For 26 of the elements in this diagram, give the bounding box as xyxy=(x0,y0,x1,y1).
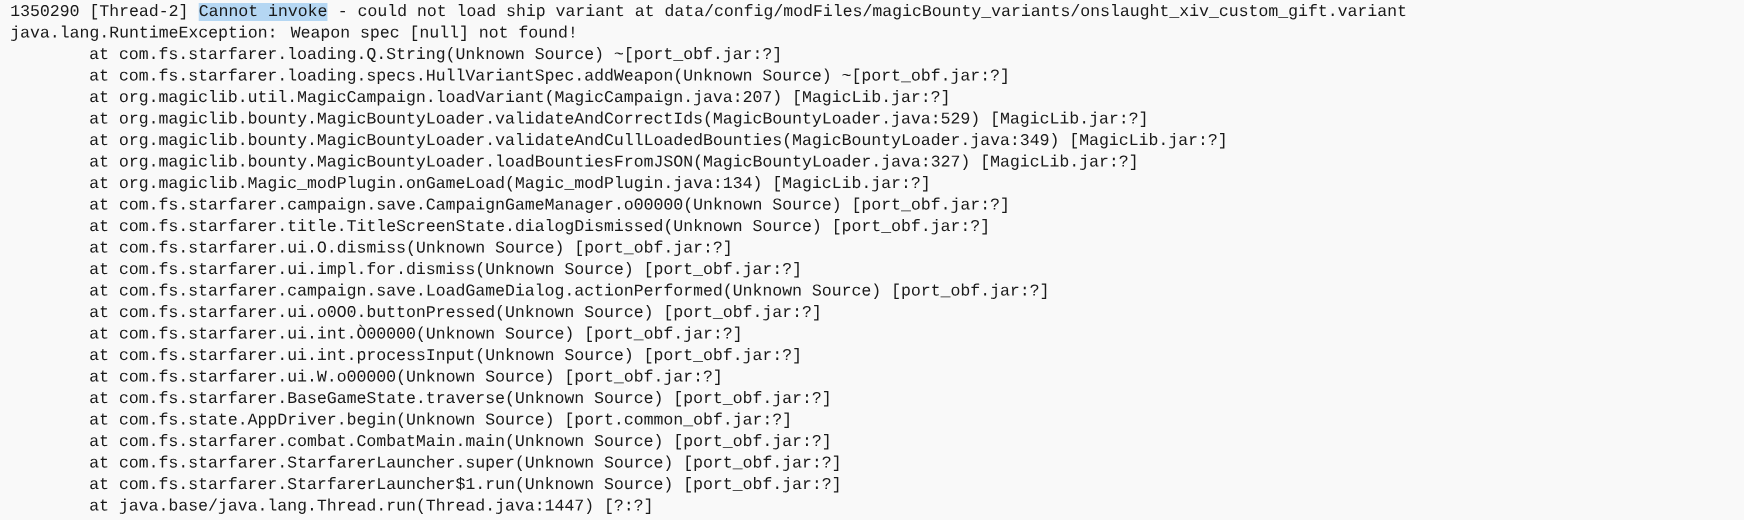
log-line: at com.fs.starfarer.loading.specs.HullVariantSpec.addWeapon(Unknown Source) ~[port_obf.jar:?] xyxy=(90,68,1007,84)
log-line: at com.fs.starfarer.title.TitleScreenState.dialogDismissed(Unknown Source) [port_obf.jar:?] xyxy=(90,219,987,235)
log-line: at org.magiclib.bounty.MagicBountyLoader.loadBountiesFromJSON(MagicBountyLoader.java:327) [MagicLib.jar:?] xyxy=(90,154,1136,170)
log-line: at com.fs.starfarer.combat.CombatMain.main(Unknown Source) [port_obf.jar:?] xyxy=(90,434,829,450)
log-line: - could not load ship variant at data/config/modFiles/magicBounty_variants/onslaught_xiv_custom_gift.variant xyxy=(340,4,1406,20)
log-line: at org.magiclib.Magic_modPlugin.onGameLoad(Magic_modPlugin.java:134) [MagicLib.jar:?] xyxy=(90,176,928,192)
log-line: at com.fs.state.AppDriver.begin(Unknown Source) [port.common_obf.jar:?] xyxy=(90,412,789,428)
log-line: 1350290 [Thread-2] xyxy=(11,4,186,20)
log-line: at org.magiclib.util.MagicCampaign.loadVariant(MagicCampaign.java:207) [MagicLib.jar:?] xyxy=(90,90,948,106)
log-line: at com.fs.starfarer.ui.int.Ò00000(Unknown Source) [port_obf.jar:?] xyxy=(90,324,740,342)
log-line: at com.fs.starfarer.ui.O.dismiss(Unknown Source) [port_obf.jar:?] xyxy=(90,240,730,256)
log-line: at com.fs.starfarer.ui.impl.for.dismiss(Unknown Source) [port_obf.jar:?] xyxy=(90,262,799,278)
log-line: at com.fs.starfarer.ui.o0O0.buttonPressed(Unknown Source) [port_obf.jar:?] xyxy=(90,305,819,321)
log-line: at com.fs.starfarer.ui.int.processInput(Unknown Source) [port_obf.jar:?] xyxy=(90,348,799,364)
log-line: at com.fs.starfarer.StarfarerLauncher.super(Unknown Source) [port_obf.jar:?] xyxy=(90,455,839,471)
log-line: at com.fs.starfarer.BaseGameState.traverse(Unknown Source) [port_obf.jar:?] xyxy=(90,391,829,407)
highlighted-text: Cannot invoke xyxy=(198,3,328,21)
log-line: java.lang.RuntimeException: Weapon spec [null] not found! xyxy=(11,25,574,41)
log-line: at java.base/java.lang.Thread.run(Thread.java:1447) [?:?] xyxy=(90,498,651,514)
log-line: at com.fs.starfarer.ui.W.o00000(Unknown Source) [port_obf.jar:?] xyxy=(90,369,720,385)
log-line: at com.fs.starfarer.StarfarerLauncher$1.run(Unknown Source) [port_obf.jar:?] xyxy=(90,477,839,493)
log-line: at org.magiclib.bounty.MagicBountyLoader.validateAndCorrectIds(MagicBountyLoader.java:529) [MagicLib.jar:?] xyxy=(90,111,1146,127)
log-line: at com.fs.starfarer.loading.Q.String(Unknown Source) ~[port_obf.jar:?] xyxy=(90,47,779,63)
log-line: at com.fs.starfarer.campaign.save.CampaignGameManager.o00000(Unknown Source) [port_obf.jar:?] xyxy=(90,197,1007,213)
log-line: at org.magiclib.bounty.MagicBountyLoader.validateAndCullLoadedBounties(MagicBountyLoader.java:349) [MagicLib.jar:?] xyxy=(90,133,1225,149)
log-line: at com.fs.starfarer.campaign.save.LoadGameDialog.actionPerformed(Unknown Source) [port_obf.jar:?] xyxy=(90,283,1047,299)
